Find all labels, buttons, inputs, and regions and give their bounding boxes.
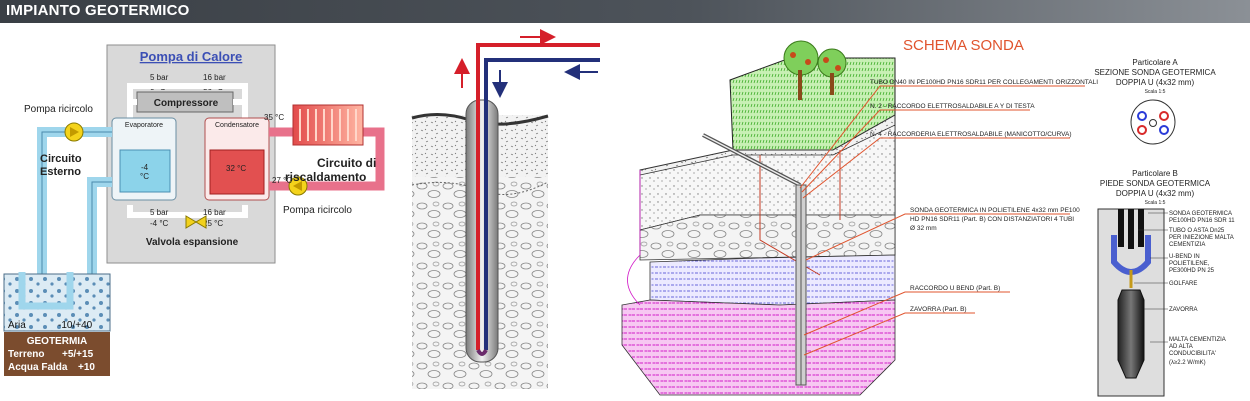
external-circuit-label-2: Esterno (40, 166, 81, 178)
water-range: +10 (78, 362, 95, 373)
detail-b-label-6d: (λ≥2.2 W/mK) (1169, 360, 1206, 366)
detail-b-label-6b: AD ALTA (1169, 344, 1193, 350)
evaporator-label: Evaporatore (125, 122, 163, 129)
tree-icon (783, 40, 819, 76)
gravel-layer (639, 214, 896, 261)
valve-label: Valvola espansione (146, 237, 239, 248)
outflow-pipe-red (476, 43, 600, 350)
label-ubend: RACCORDO U BEND (Part. B) (910, 285, 1000, 292)
valve-icon (185, 215, 207, 229)
detail-a: Particolare A SEZIONE SONDA GEOTERMICA D… (1094, 58, 1216, 145)
detail-b-line1: PIEDE SONDA GEOTERMICA (1100, 179, 1211, 188)
header-bar: IMPIANTO GEOTERMICO (0, 0, 1250, 23)
detail-b-label-6c: CONDUCIBILITA' (1169, 351, 1216, 357)
detail-a-title: Particolare A (1132, 58, 1178, 67)
detail-b-label-3c: PE300HD PN 25 (1169, 268, 1215, 274)
section-circle (1130, 99, 1176, 145)
geothermal-title: GEOTERMIA (27, 336, 88, 347)
soil-range: +5/+15 (62, 349, 94, 360)
detail-b-label-5: ZAVORRA (1169, 307, 1198, 313)
condenser-label: Condensatore (215, 122, 259, 129)
radiator-icon (292, 104, 364, 146)
detail-b-label-2a: TUBO O ASTA Dn25 (1169, 228, 1225, 234)
heat-pump-panel: Pompa di Calore Compressore 5 bar 0 °C 1… (3, 44, 385, 376)
detail-b-label-3b: POLIETILENE, (1169, 261, 1210, 267)
pump-left-label: Pompa ricircolo (24, 104, 93, 115)
detail-a-scale: Scala 1:5 (1145, 89, 1166, 95)
detail-b: Particolare B PIEDE SONDA GEOTERMICA DOP… (1097, 169, 1235, 397)
label-sonda-2: HD PN16 SDR11 (Part. B) CON DISTANZIATOR… (910, 216, 1074, 223)
soil-label: Terreno (8, 349, 45, 360)
pressure-right-bottom: 16 bar (203, 208, 226, 217)
pressure-left-top: 5 bar (150, 73, 169, 82)
temp-left-bottom: -4 °C (150, 219, 169, 228)
detail-b-scale: Scala 1:5 (1145, 200, 1166, 206)
heat-pump-title: Pompa di Calore (140, 49, 243, 64)
air-range: -10/+40 (58, 320, 93, 331)
geothermal-box (4, 332, 110, 376)
condenser-out-temp: 35 °C (264, 113, 284, 122)
temp-right-bottom: 25 °C (203, 219, 223, 228)
detail-b-label-2b: PER INIEZIONE MALTA (1169, 235, 1234, 241)
detail-b-label-2c: CEMENTIZIA (1169, 242, 1205, 248)
detail-b-label-1b: PE100HD PN16 SDR 11 (1169, 218, 1235, 224)
return-pipe-blue (484, 58, 600, 350)
detail-b-label-6a: MALTA CEMENTIZIA (1169, 337, 1226, 343)
label-n4: N. 4 - RACCORDERIA ELETTROSALDABILE (MAN… (870, 131, 1072, 138)
label-n2: N. 2 - RACCORDO ELETTROSALDABILE A Y DI … (870, 103, 1035, 110)
probe-panel: SCHEMA SONDA TUBO DN4 (621, 37, 1098, 396)
heating-circuit-label-2: riscaldamento (285, 170, 366, 184)
borehole (465, 99, 499, 363)
detail-b-label-4: GOLFARE (1169, 281, 1197, 287)
detail-a-line2: DOPPIA U (4x32 mm) (1116, 78, 1195, 87)
condenser-temp: 32 °C (226, 164, 246, 173)
borehole-panel (411, 29, 600, 389)
pump-right-label: Pompa ricircolo (283, 205, 352, 216)
label-tube: TUBO DN40 IN PE100HD PN16 SDR11 PER COLL… (870, 79, 1098, 86)
label-sonda-1: SONDA GEOTERMICA IN POLIETILENE 4x32 mm … (910, 207, 1080, 214)
detail-b-line2: DOPPIA U (4x32 mm) (1116, 189, 1195, 198)
label-sonda-3: Ø 32 mm (910, 225, 937, 232)
compressor-label: Compressore (154, 98, 219, 109)
water-label: Acqua Falda (8, 362, 68, 373)
label-zavorra: ZAVORRA (Part. B) (910, 306, 967, 313)
external-circuit-label-1: Circuito (40, 153, 82, 165)
detail-b-title: Particolare B (1132, 169, 1178, 178)
probe-title: SCHEMA SONDA (903, 37, 1024, 54)
tree-icon-2 (817, 48, 847, 78)
clay-layer-blue (649, 254, 896, 306)
detail-a-line1: SEZIONE SONDA GEOTERMICA (1094, 68, 1216, 77)
heating-circuit-label-1: Circuito di (317, 156, 376, 170)
evaporator-temp: -4 (141, 163, 149, 172)
return-temp: 27 °C (272, 176, 292, 185)
pressure-right-top: 16 bar (203, 73, 226, 82)
aquifer-layer-magenta (621, 299, 896, 396)
air-label: Aria (8, 320, 26, 331)
page-title: IMPIANTO GEOTERMICO (6, 2, 190, 19)
ballast-icon (1117, 289, 1145, 379)
detail-b-label-1a: SONDA GEOTERMICA (1169, 211, 1232, 217)
pressure-left-bottom: 5 bar (150, 208, 169, 217)
evaporator-temp-unit: °C (140, 172, 149, 181)
detail-b-label-3a: U-BEND IN (1169, 254, 1200, 260)
